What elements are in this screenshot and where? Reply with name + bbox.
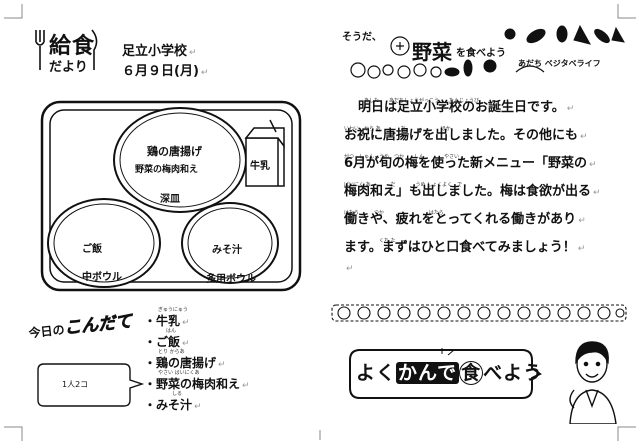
menu-item: ぎゅうにゅう ・牛乳↵ [144,306,250,328]
school-name-text: 足立小学校 [122,44,188,59]
article-line: はたら つか はたら 働きや、疲れをとってくれる働きがあり↵ [344,206,626,234]
article-line-text: 梅肉和え」も出しました。梅は食欲が出る [344,184,592,199]
slogan-text-a: よく [356,362,397,384]
logo-sub-text: だより [49,60,88,75]
rice-bowl-label: 中ボウル [82,272,122,283]
soup-bowl-label: 多用ボウル [206,274,256,285]
menu-item-text: ご飯 [156,335,181,349]
slogan-text-c: 食 [459,361,484,385]
slogan-text-d: べよう [483,362,544,384]
school-name: 足立小学校↵ [122,44,197,59]
article-line-text: ます。まずはひと口食べてみましょう！ [344,240,576,255]
menu-item-ruby: とり からあ [158,349,185,355]
article-line: ばいにく あ だ うめ しょくよく で 梅肉和え」も出しました。梅は食欲が出る↵ [344,178,626,206]
portion-bubble [37,363,145,407]
article-line: くち た ます。まずはひと口食べてみましょう！↵ [344,234,626,262]
fork-icon [35,29,98,70]
menu-item: しる ・みそ汁↵ [144,390,250,412]
logo-main-text: 給食 [49,34,96,59]
menu-item-text: 野菜の梅肉和え [156,377,241,391]
menu-item-text: 鶏の唐揚げ [156,356,217,370]
soup-label: みそ汁 [212,245,242,256]
article-line: がつ しゅん うめ つか しん やさい 6月が旬の梅を使った新メニュー「野菜の↵ [344,150,626,178]
menu-title-a: 今日の [27,322,66,341]
issue-date-text: ６月９日(月) [122,64,199,79]
article-line: いわい から あ だ ほか お祝に唐揚げを出しました。その他にも↵ [344,122,626,150]
article-line-text: 働きや、疲れをとってくれる働きがあり [344,212,577,227]
nutritionist-icon [569,341,617,424]
vegetable-border-icon [331,304,627,322]
menu-item-text: みそ汁 [156,398,193,412]
portion-text: 1人2コ [62,380,89,389]
article-blank-line: ↵ [346,264,354,274]
banner-lead: そうだ、 [342,32,382,43]
slogan-text-b: かんで [396,362,460,384]
article-body: あした あだちしょうがっこう たんじょうび 明日は足立小学校のお誕生日です。↵ … [344,94,626,276]
menu-item-ruby: しる [172,391,183,397]
main-dish-label: 鶏の唐揚げ [147,145,202,158]
menu-item-ruby: はん [166,328,177,334]
rice-label: ご飯 [82,244,102,255]
main-bowl-label: 深皿 [160,194,180,205]
menu-item-text: 牛乳 [156,314,181,328]
vegetable-icons [350,24,625,79]
banner-main: 野菜 [412,40,452,64]
menu-item-ruby: やさい ばいにくあ [158,370,200,376]
milk-carton-icon [244,119,285,187]
menu-item: はん ・ご飯↵ [144,327,250,349]
lunch-tray [40,100,302,292]
veggie-banner: そうだ、 野菜 を食べよう あだち ベジタベライフ [340,22,628,82]
milk-label: 牛乳 [250,161,270,172]
banner-tail: を食べよう [456,48,506,59]
article-line: あした あだちしょうがっこう たんじょうび 明日は足立小学校のお誕生日です。↵ [344,94,626,122]
issue-date: ６月９日(月)↵ [122,64,209,79]
menu-item: とり からあ ・鶏の唐揚げ↵ [144,348,250,370]
side-dish-label: 野菜の梅肉和え [135,165,199,175]
slogan-text: よくかんで食べよう [356,358,543,385]
article-line-text: 明日は足立小学校のお誕生日です。 [358,100,565,115]
menu-item-ruby: ぎゅうにゅう [158,307,188,313]
header-logo: 給食 だより [30,26,102,75]
menu-item: やさい ばいにくあ ・野菜の梅肉和え↵ [144,370,250,391]
banner-sub: あだち ベジタベライフ [518,59,601,68]
article-line-text: お祝に唐揚げを出しました。その他にも [344,128,579,143]
menu-list: ぎゅうにゅう ・牛乳↵ はん ・ご飯↵ とり からあ ・鶏の唐揚げ↵ やさい ば… [144,306,250,412]
article-line-text: 6月が旬の梅を使った新メニュー「野菜の [344,156,588,171]
